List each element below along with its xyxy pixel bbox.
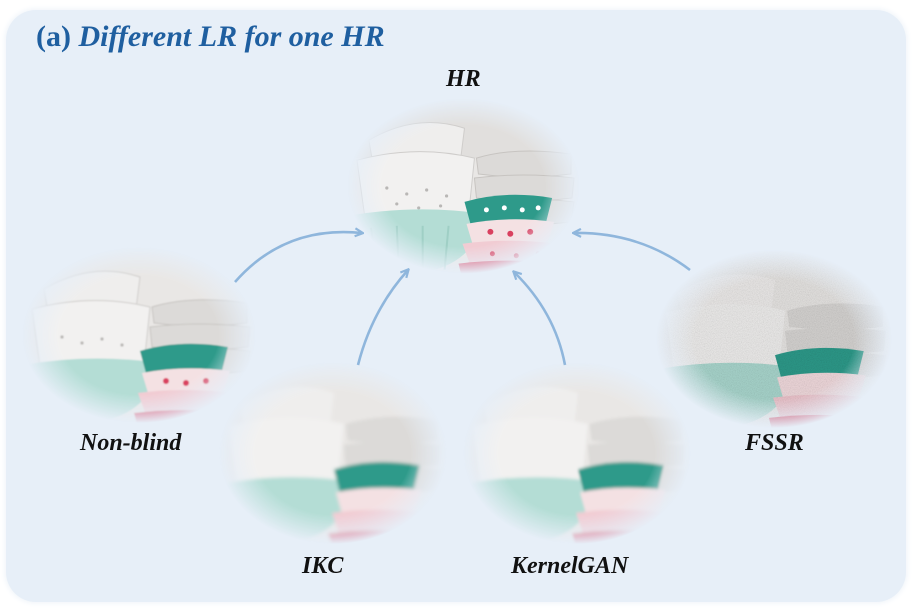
label-kernelgan: KernelGAN [511,553,629,579]
panel-title-text: Different LR for one HR [78,20,385,53]
image-ikc [219,362,447,544]
node-hr [347,95,580,277]
arrow-ikc-to-hr [356,270,408,366]
label-ikc: IKC [302,553,344,579]
label-nonblind: Non-blind [80,430,182,456]
panel-title-prefix: (a) [36,20,71,53]
image-kernelgan [463,362,691,544]
image-nonblind [22,247,256,423]
node-fssr [656,250,892,428]
label-hr: HR [446,66,481,92]
node-kernelgan [463,362,691,544]
image-hr [347,98,580,277]
node-nonblind [22,247,256,423]
image-fssr [656,250,892,428]
arrow-kernelgan-to-hr [514,272,567,366]
panel-title: (a) Different LR for one HR [36,20,385,54]
label-fssr: FSSR [745,430,804,456]
node-ikc [219,362,447,544]
